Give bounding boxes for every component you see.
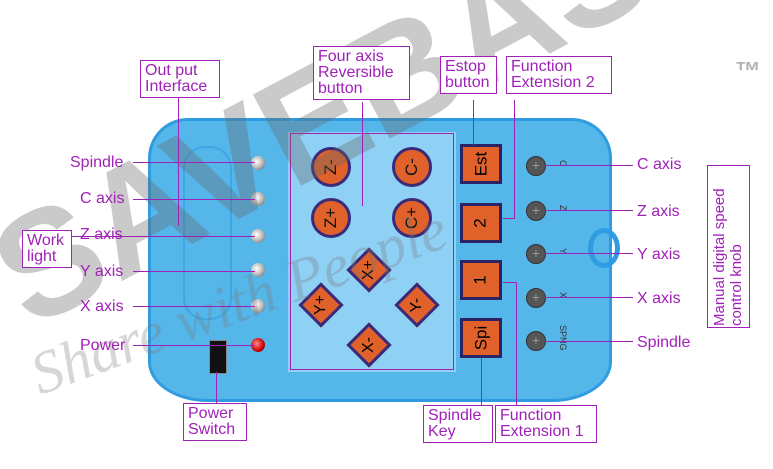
x-axis-led bbox=[251, 299, 265, 313]
spindle-button[interactable]: Spi bbox=[460, 318, 502, 358]
c-minus-button[interactable]: C- bbox=[392, 147, 432, 187]
z-axis-knob[interactable]: + bbox=[526, 201, 546, 221]
four-axis-outline bbox=[290, 133, 454, 370]
c-axis-knob[interactable]: + bbox=[526, 156, 546, 176]
left-x-axis-label: X axis bbox=[80, 298, 124, 315]
y-axis-knob[interactable]: + bbox=[526, 244, 546, 264]
function-ext-2-label: Function Extension 2 bbox=[506, 56, 612, 94]
right-y-axis-label: Y axis bbox=[637, 246, 681, 263]
estop-button[interactable]: Est bbox=[460, 144, 502, 184]
button-label: 1 bbox=[471, 275, 490, 285]
power-led bbox=[251, 338, 265, 352]
left-c-axis-label: C axis bbox=[80, 190, 125, 207]
left-recess bbox=[183, 146, 232, 320]
power-label: Power bbox=[80, 337, 126, 354]
function-ext-1-label: Function Extension 1 bbox=[495, 405, 597, 443]
c-axis-led bbox=[251, 192, 265, 206]
x-axis-knob[interactable]: + bbox=[526, 288, 546, 308]
left-y-axis-label: Y axis bbox=[80, 263, 124, 280]
spindle-knob[interactable]: + bbox=[526, 331, 546, 351]
right-x-axis-label: X axis bbox=[637, 290, 681, 307]
speed-knob-label: Manual digital speed control knob bbox=[707, 165, 750, 328]
c-plus-button[interactable]: C+ bbox=[392, 198, 432, 238]
z-plus-button[interactable]: Z+ bbox=[311, 198, 351, 238]
function-1-button[interactable]: 1 bbox=[460, 260, 502, 300]
power-switch[interactable] bbox=[209, 340, 227, 374]
four-axis-label: Four axis Reversible button bbox=[313, 46, 410, 100]
left-z-axis-label: Z axis bbox=[80, 226, 123, 243]
button-label: Spi bbox=[470, 325, 490, 351]
button-label: Est bbox=[471, 151, 490, 177]
y-axis-led bbox=[251, 263, 265, 277]
estop-label: Estop button bbox=[440, 56, 497, 94]
button-label: 2 bbox=[471, 218, 490, 228]
work-light-label: Work light bbox=[22, 230, 72, 268]
output-interface-label: Out put Interface bbox=[140, 60, 220, 98]
svg-text:™: ™ bbox=[735, 56, 761, 86]
hanging-hook bbox=[588, 228, 620, 268]
spindle-key-label: Spindle Key bbox=[423, 405, 493, 443]
spindle-led bbox=[251, 156, 265, 170]
left-spindle-label: Spindle bbox=[70, 154, 124, 171]
right-spindle-label: Spindle bbox=[637, 334, 691, 351]
power-switch-label: Power Switch bbox=[183, 403, 247, 441]
z-minus-button[interactable]: Z- bbox=[311, 147, 351, 187]
function-2-button[interactable]: 2 bbox=[460, 203, 502, 243]
right-z-axis-label: Z axis bbox=[637, 203, 680, 220]
speed-knob-label-text: Manual digital speed control knob bbox=[711, 188, 745, 326]
right-c-axis-label: C axis bbox=[637, 156, 682, 173]
knob-label-spng: SPNG bbox=[558, 325, 568, 351]
z-axis-led bbox=[251, 229, 265, 243]
